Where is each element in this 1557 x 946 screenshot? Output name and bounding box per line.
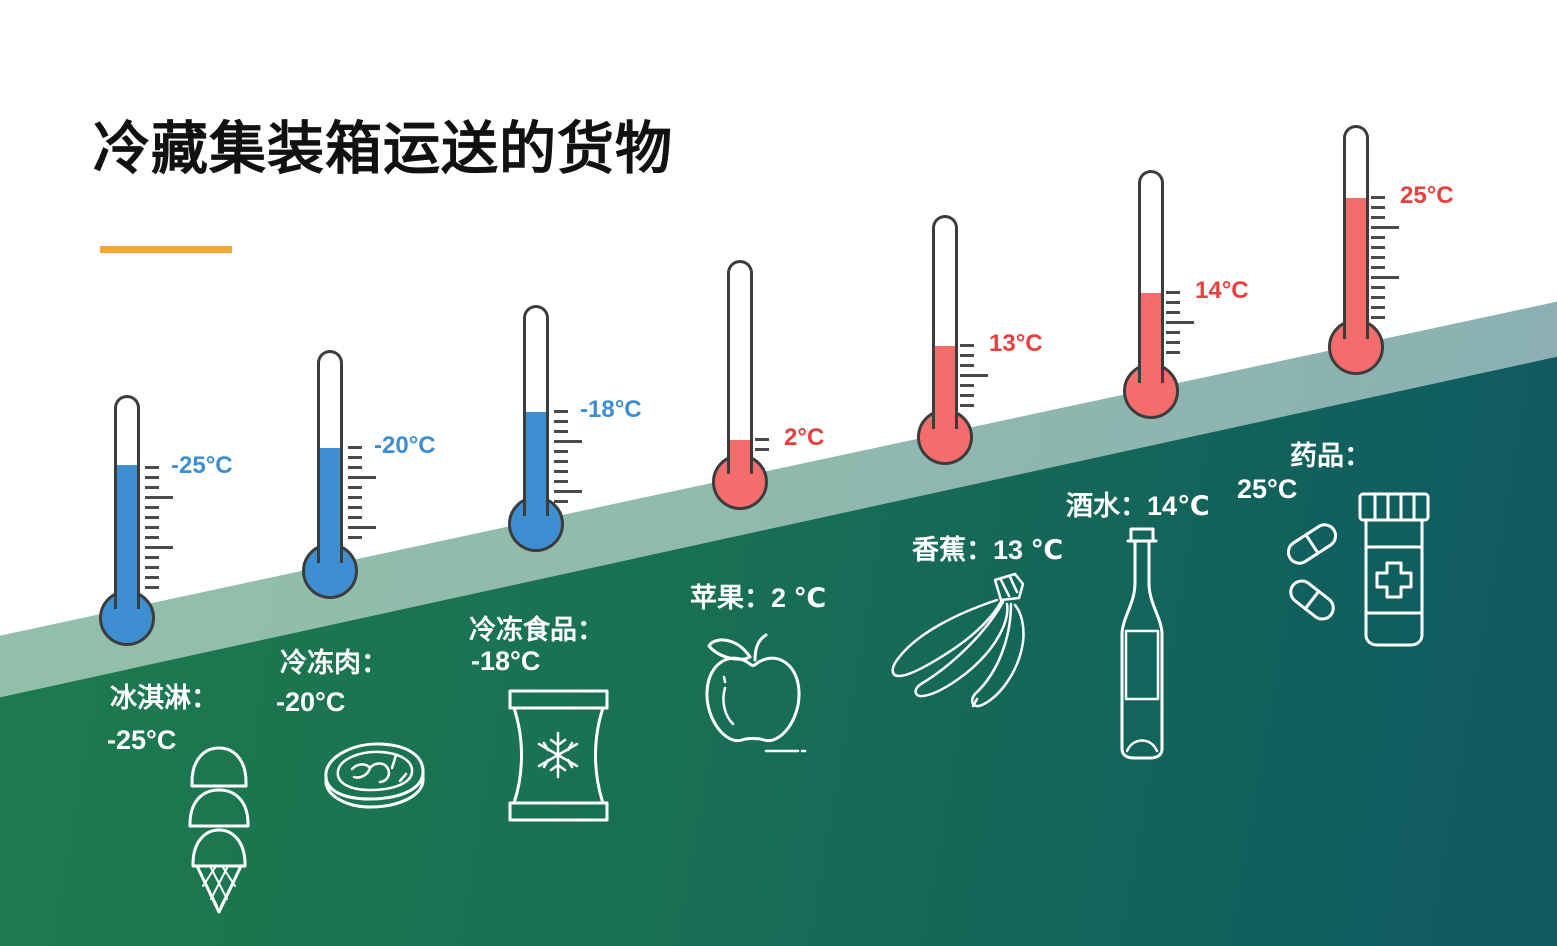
temp-label: 2°C [784, 424, 825, 451]
product-label-medicine: 药品： [1290, 441, 1371, 471]
thermometer-tube [932, 215, 958, 429]
product-label-frozen-food: 冷冻食品： [469, 615, 604, 645]
pill-bottle-icon [1355, 491, 1433, 649]
tick-scale [554, 410, 582, 510]
page-title: 冷藏集装箱运送的货物 [93, 117, 673, 181]
product-label-wine: 酒水：14℃ [1066, 491, 1210, 521]
thermometer-tube [317, 350, 343, 563]
product-temp-medicine: 25°C [1237, 474, 1298, 504]
product-label-banana: 香蕉：13 ℃ [912, 535, 1064, 565]
mercury-fill [935, 346, 955, 429]
apple-icon [698, 630, 808, 755]
product-label-apple: 苹果：2 ℃ [690, 583, 827, 613]
title-underline-bar [100, 246, 232, 253]
thermometer-tube [114, 395, 140, 609]
temp-label: -20°C [374, 432, 436, 459]
product-label-ice-cream: 冰淇淋： [110, 683, 218, 713]
product-label-frozen-meat: 冷冻肉： [280, 648, 388, 678]
temp-label: 14°C [1195, 277, 1249, 304]
tick-scale [755, 438, 769, 458]
product-temp-frozen-meat: -20°C [276, 687, 346, 717]
product-temp-frozen-food: -18°C [471, 646, 541, 676]
thermometer-tube [1138, 170, 1164, 383]
mercury-fill [1346, 198, 1366, 339]
steak-icon [308, 735, 433, 815]
banana-icon [883, 568, 1047, 715]
tick-scale [960, 344, 988, 414]
frozen-bag-icon [505, 688, 612, 823]
product-temp-ice-cream: -25°C [107, 725, 177, 755]
mercury-fill [730, 440, 750, 474]
tick-scale [1166, 291, 1194, 361]
temp-label: 25°C [1400, 182, 1454, 209]
temp-label: -18°C [580, 396, 642, 423]
tick-scale [145, 466, 173, 596]
wine-bottle-icon [1110, 525, 1174, 762]
temp-label: 13°C [989, 330, 1043, 357]
ice-cream-icon [183, 735, 255, 915]
mercury-fill [320, 448, 340, 563]
thermometer-tube [523, 305, 549, 516]
capsule-pills-icon [1282, 518, 1342, 630]
temp-label: -25°C [171, 452, 233, 479]
mercury-fill [1141, 293, 1161, 383]
thermometer-tube [727, 260, 753, 474]
tick-scale [1371, 196, 1399, 326]
mercury-fill [526, 412, 546, 516]
mercury-fill [117, 465, 137, 609]
tick-scale [348, 446, 376, 546]
thermometer-tube [1343, 125, 1369, 339]
